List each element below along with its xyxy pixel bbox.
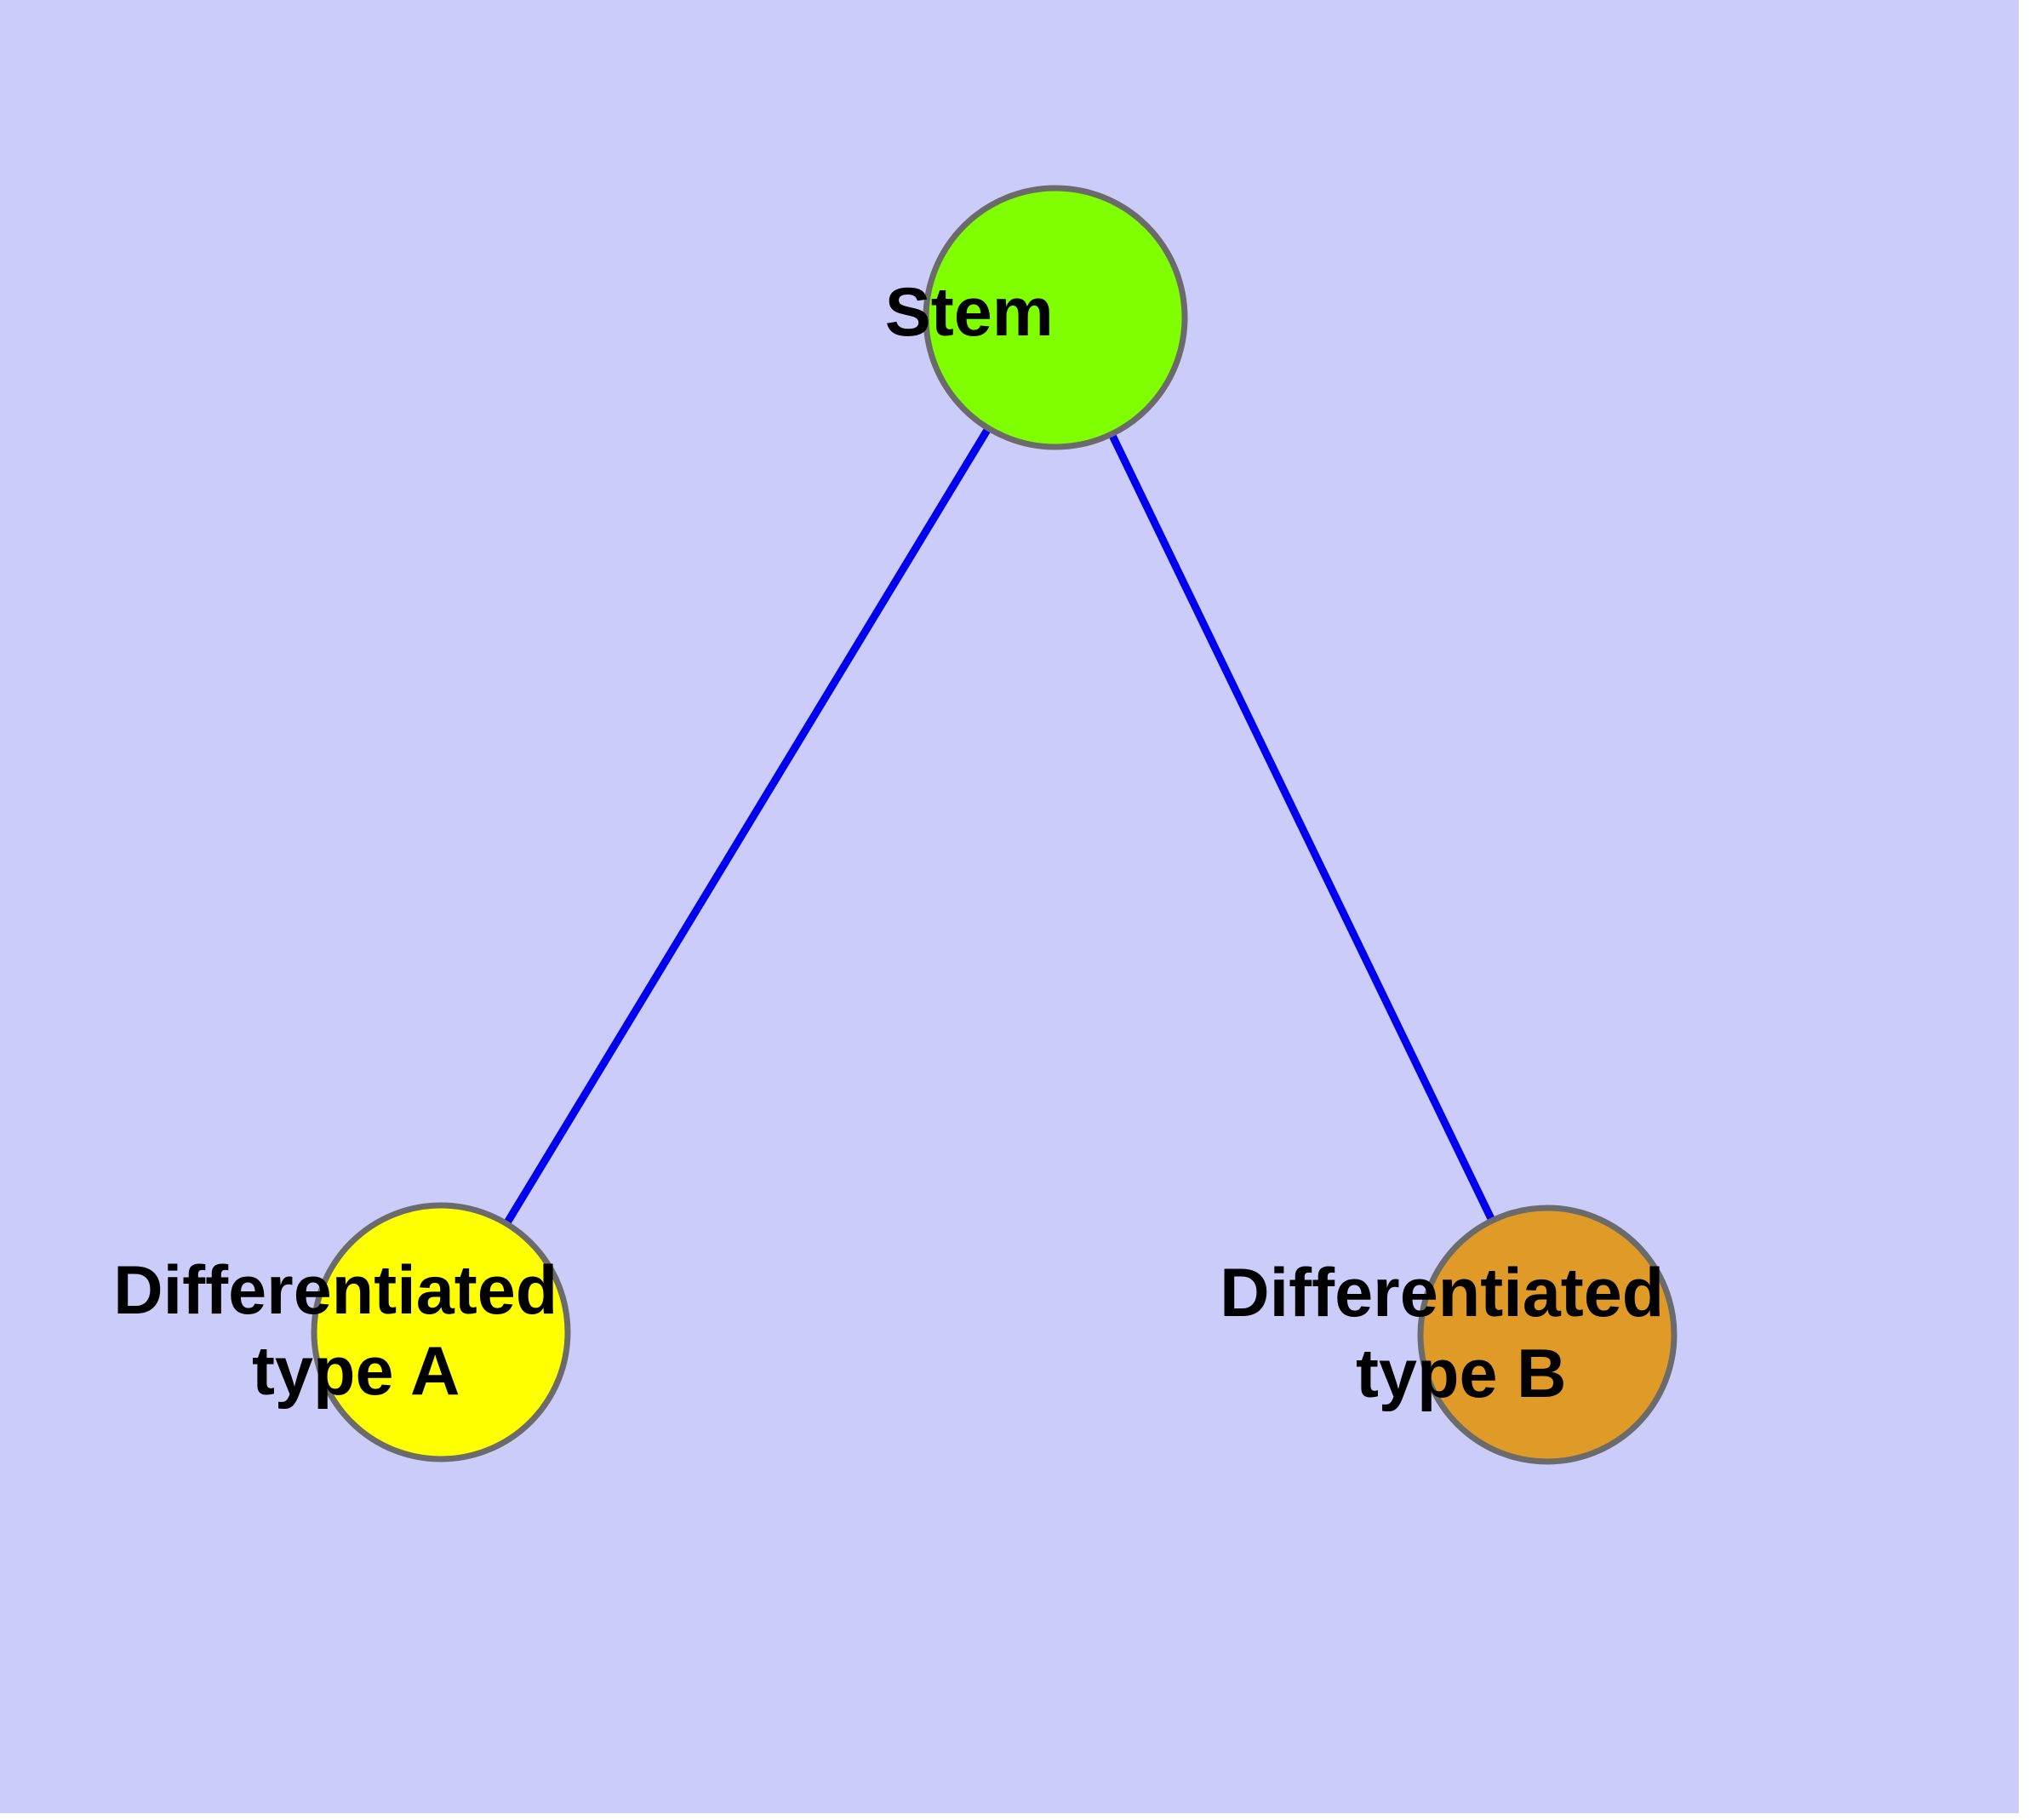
node-stem[interactable]: Stem <box>885 185 1226 450</box>
node-differentiated-type-b-label: Differentiated type B <box>1220 1255 1875 1412</box>
node-differentiated-type-a-label: Differentiated type A <box>113 1252 769 1410</box>
node-layer: Stem Differentiated type A Differentiate… <box>113 185 1875 1465</box>
node-differentiated-type-a-label-line-1: Differentiated <box>113 1252 557 1329</box>
edge-stem-to-differentiated-type-a[interactable] <box>499 419 997 1233</box>
edge-stem-to-differentiated-type-b[interactable] <box>1104 424 1500 1230</box>
node-differentiated-type-a[interactable]: Differentiated type A <box>113 1202 769 1462</box>
node-stem-circle[interactable] <box>923 185 1188 450</box>
node-stem-label: Stem <box>885 274 1226 351</box>
edge-layer <box>499 419 1500 1233</box>
node-stem-label-line-1: Stem <box>885 274 1054 351</box>
node-differentiated-type-a-label-line-2: type A <box>252 1333 459 1410</box>
node-differentiated-type-b-label-line-2: type B <box>1356 1336 1567 1412</box>
node-differentiated-type-b-circle[interactable] <box>1417 1205 1677 1465</box>
node-differentiated-type-b-label-line-1: Differentiated <box>1220 1255 1664 1331</box>
node-differentiated-type-a-circle[interactable] <box>311 1202 571 1462</box>
node-differentiated-type-b[interactable]: Differentiated type B <box>1220 1205 1875 1465</box>
